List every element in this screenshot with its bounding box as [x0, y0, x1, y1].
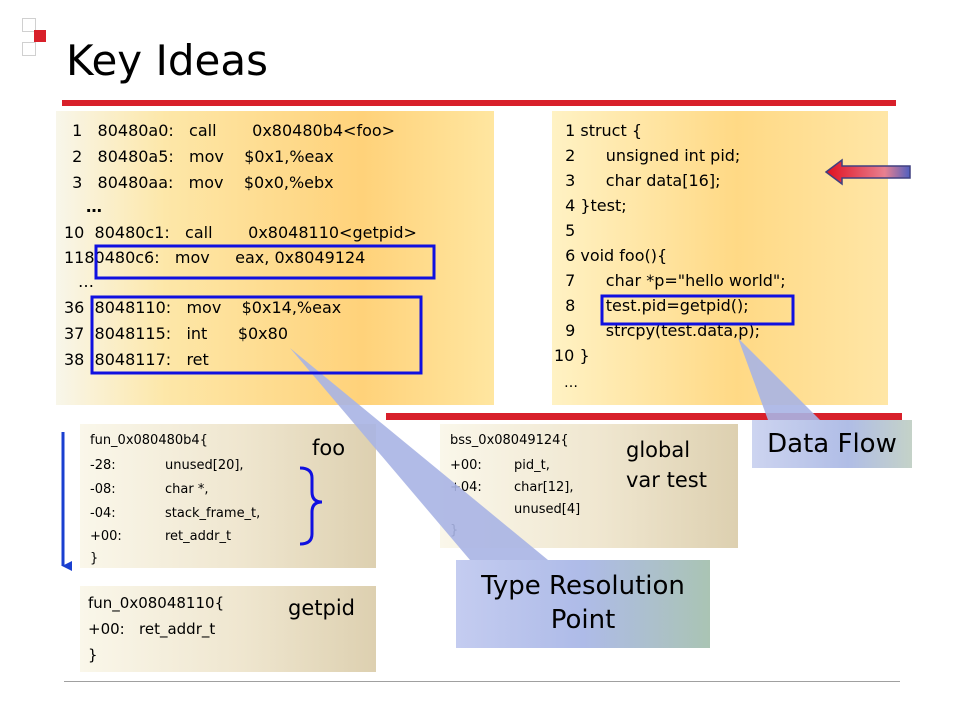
src-line-8: 8 test.pid=getpid(); — [560, 296, 749, 315]
bss-row-type-1: pid_t, — [514, 458, 550, 473]
foo-row-type-4: ret_addr_t — [165, 529, 232, 544]
src-ellipsis: … — [564, 375, 578, 391]
bss-row-type-2: char[12], — [514, 480, 574, 495]
src-line-4: 4 }test; — [560, 196, 627, 215]
src-line-7: 7 char *p="hello world"; — [560, 271, 786, 290]
src-line-9: 9 strcpy(test.data,p); — [560, 321, 761, 340]
type-resolution-pointer — [290, 348, 548, 560]
getpid-frame-panel: fun_0x08048110{ +00: ret_addr_t } getpid — [80, 586, 376, 672]
test-pid-highlight — [600, 294, 795, 326]
asm-ellipsis-2: … — [78, 272, 94, 291]
bss-row-type-3: unused[4] — [514, 502, 581, 517]
src-line-6: 6 void foo(){ — [560, 246, 668, 265]
getpid-frame-close: } — [88, 646, 98, 664]
foo-row-off-2: -08: — [90, 482, 116, 497]
accent-square-1 — [22, 18, 36, 32]
page-title: Key Ideas — [66, 36, 269, 85]
data-flow-pointer — [738, 338, 820, 420]
src-line-2: 2 unsigned int pid; — [560, 146, 741, 165]
getpid-row: +00: ret_addr_t — [88, 620, 216, 638]
foo-row-off-4: +00: — [90, 529, 122, 544]
src-line-1: 1 struct { — [560, 121, 643, 140]
bss-label-line1: global — [626, 438, 691, 462]
foo-frame-header: fun_0x080480b4{ — [90, 433, 208, 448]
foo-frame-panel: fun_0x080480b4{ -28: unused[20], -08: ch… — [80, 424, 376, 568]
foo-row-off-1: -28: — [90, 458, 116, 473]
asm-ellipsis-1: … — [86, 197, 102, 216]
asm-line-10: 10 80480c1: call 0x8048110<getpid> — [64, 223, 417, 242]
left-arrow-icon — [824, 158, 911, 186]
asm-line-2: 2 80480a5: mov $0x1,%eax — [67, 147, 334, 166]
asm-line-36: 36 8048110: mov $0x14,%eax — [64, 298, 342, 317]
asm-line-1: 1 80480a0: call 0x80480b4<foo> — [67, 121, 396, 140]
section-divider — [386, 413, 902, 420]
bss-header: bss_0x08049124{ — [450, 433, 569, 448]
source-panel: 1 struct { 2 unsigned int pid; 3 char da… — [552, 111, 888, 405]
getpid-frame-header: fun_0x08048110{ — [88, 594, 225, 612]
foo-row-type-2: char *, — [165, 482, 209, 497]
call-getpid-highlight — [94, 244, 436, 280]
accent-square-2 — [34, 30, 46, 42]
brace-icon — [299, 466, 323, 546]
type-resolution-line1: Type Resolution — [481, 571, 685, 602]
bss-label-line2: var test — [626, 468, 707, 492]
foo-row-type-1: unused[20], — [165, 458, 244, 473]
asm-line-37: 37 8048115: int $0x80 — [64, 324, 288, 343]
foo-frame-close: } — [90, 551, 99, 566]
bottom-rule — [64, 681, 900, 682]
foo-label: foo — [312, 436, 346, 460]
type-resolution-callout: Type Resolution Point — [456, 560, 710, 648]
data-flow-callout: Data Flow — [752, 420, 912, 468]
getpid-label: getpid — [288, 596, 355, 620]
foo-row-type-3: stack_frame_t, — [165, 506, 261, 521]
foo-row-off-3: -04: — [90, 506, 116, 521]
asm-line-11: 1180480c6: mov eax, 0x8049124 — [64, 248, 366, 267]
bss-row-off-1: +00: — [450, 458, 482, 473]
accent-square-3 — [22, 42, 36, 56]
asm-line-3: 3 80480aa: mov $0x0,%ebx — [67, 173, 334, 192]
getpid-body-highlight — [90, 295, 423, 375]
type-resolution-line2: Point — [550, 605, 616, 635]
src-line-5: 5 — [560, 221, 576, 240]
src-line-10: 10 } — [554, 346, 590, 365]
title-underline — [62, 100, 896, 106]
src-line-3: 3 char data[16]; — [560, 171, 721, 190]
assembly-panel: 1 80480a0: call 0x80480b4<foo> 2 80480a5… — [56, 111, 494, 405]
asm-line-38: 38 8048117: ret — [64, 350, 209, 369]
